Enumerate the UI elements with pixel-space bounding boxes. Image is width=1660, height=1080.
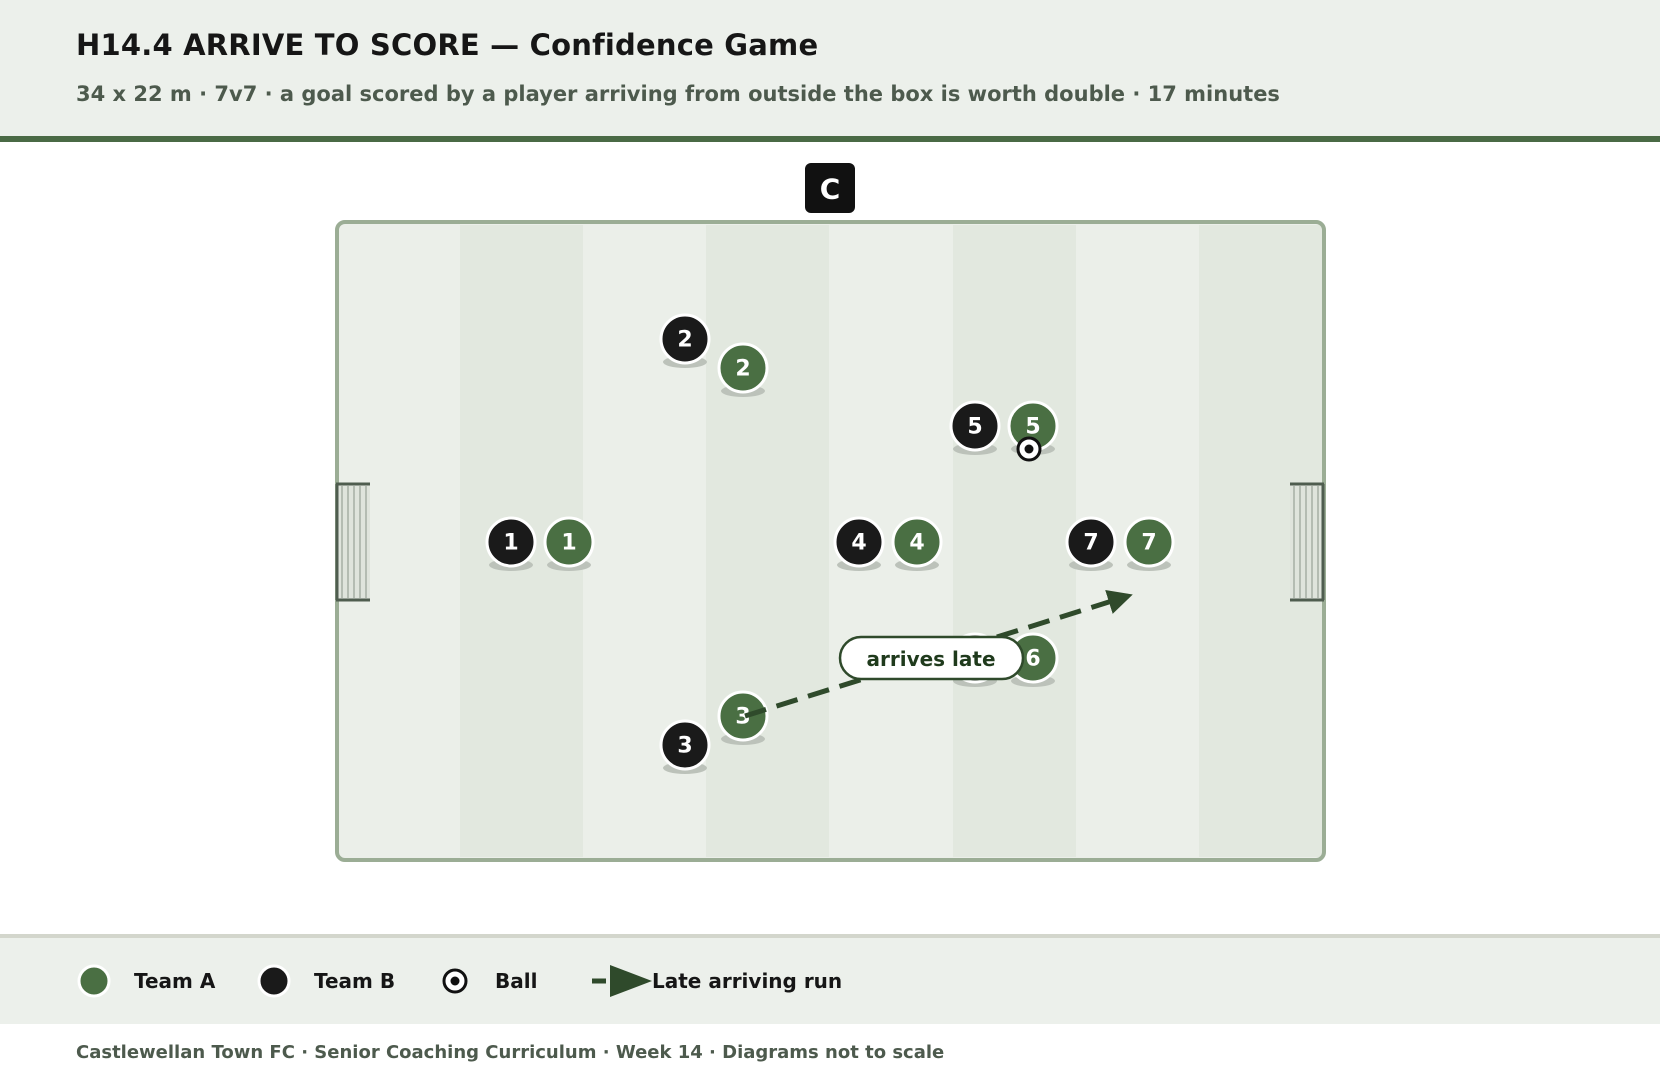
header: H14.4 ARRIVE TO SCORE — Confidence Game …	[0, 0, 1660, 142]
right-goal	[1290, 482, 1325, 602]
player-number: 3	[735, 705, 750, 730]
player-number: 5	[967, 415, 982, 440]
player-number: 5	[1025, 415, 1040, 440]
drill-diagram: C 1 2 3 4	[335, 163, 1326, 862]
team-a-player-2: 2	[717, 342, 769, 397]
pitch	[335, 220, 1326, 862]
left-goal	[335, 482, 370, 602]
run-label-pill: arrives late	[838, 635, 1025, 681]
ball-icon	[442, 968, 468, 994]
player-number: 4	[851, 531, 866, 556]
page-subtitle: 34 x 22 m · 7v7 · a goal scored by a pla…	[76, 82, 1280, 106]
player-number: 7	[1141, 531, 1156, 556]
footer-note: Castlewellan Town FC · Senior Coaching C…	[76, 1042, 945, 1063]
team-a-player-3: 3	[717, 690, 769, 745]
player-number: 7	[1083, 531, 1098, 556]
legend-team-b: Team B	[256, 938, 395, 1024]
green-dot-icon	[77, 964, 111, 998]
legend-ball: Ball	[437, 938, 537, 1024]
player-number: 3	[677, 734, 692, 759]
team-b-player-1: 1	[485, 516, 537, 571]
team-a-player-4: 4	[891, 516, 943, 571]
legend-team-a: Team A	[76, 938, 215, 1024]
player-number: 1	[503, 531, 518, 556]
ball-icon	[1016, 436, 1042, 462]
legend-label: Late arriving run	[652, 969, 843, 993]
team-b-player-3: 3	[659, 719, 711, 774]
legend-run: Late arriving run	[590, 938, 842, 1024]
page-title: H14.4 ARRIVE TO SCORE — Confidence Game	[76, 28, 819, 62]
team-b-player-7: 7	[1065, 516, 1117, 571]
player-number: 2	[735, 357, 750, 382]
dashed-arrow-icon	[592, 965, 652, 997]
team-b-player-2: 2	[659, 313, 711, 368]
team-a-player-1: 1	[543, 516, 595, 571]
player-number: 6	[1025, 647, 1040, 672]
player-number: 2	[677, 328, 692, 353]
player-number: 1	[561, 531, 576, 556]
coach-marker: C	[805, 163, 855, 213]
team-a-player-7: 7	[1123, 516, 1175, 571]
run-label: arrives late	[866, 647, 995, 671]
player-number: 4	[909, 531, 924, 556]
legend-label: Ball	[495, 969, 538, 993]
coach-label: C	[820, 173, 841, 206]
legend-label: Team B	[314, 969, 396, 993]
legend: Team A Team B Ball Late arriving run	[0, 934, 1660, 1024]
legend-label: Team A	[134, 969, 216, 993]
black-dot-icon	[257, 964, 291, 998]
team-b-player-4: 4	[833, 516, 885, 571]
team-b-player-5: 5	[949, 400, 1001, 455]
